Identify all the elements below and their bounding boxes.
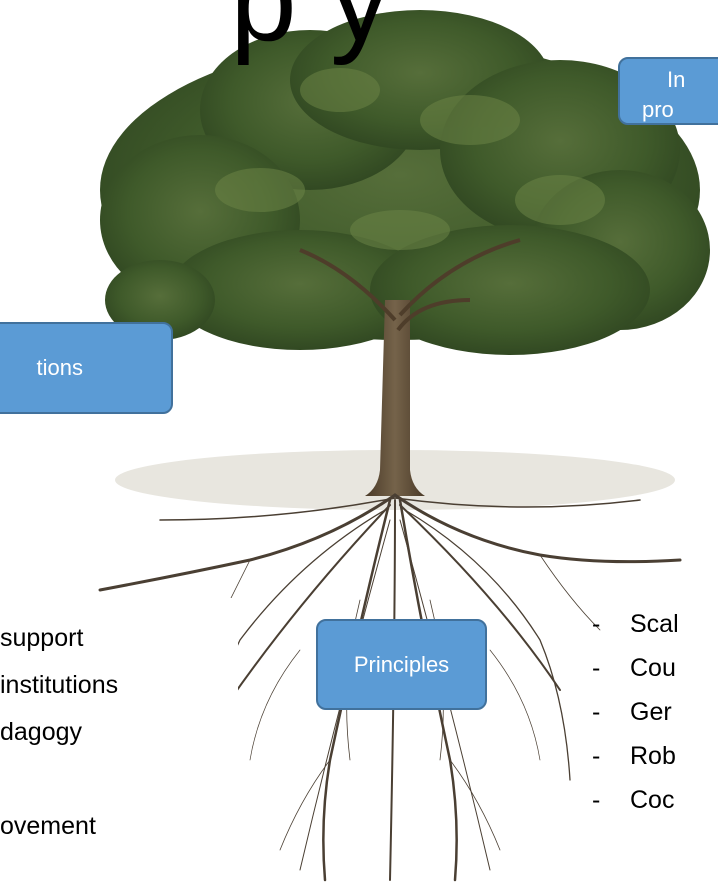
right-list-item-text: Rob	[630, 742, 676, 770]
right-list-item-text: Cou	[630, 654, 676, 682]
slide-title: p y	[230, 0, 390, 68]
right-list-item: -Cou	[592, 654, 676, 682]
right-list-item: -Rob	[592, 742, 676, 770]
right-list-item-text: Scal	[630, 610, 679, 638]
canopy-highlights	[215, 68, 605, 250]
callout-top-right-line1: In	[667, 67, 686, 92]
right-list-item-text: Ger	[630, 698, 672, 726]
left-list-item: support	[0, 624, 84, 652]
left-list-item: ovement	[0, 812, 96, 840]
left-list-item: institutions	[0, 671, 119, 699]
callout-principles: Principles	[316, 619, 487, 710]
callout-top-right-line2: pro	[642, 96, 674, 122]
right-bullet-list: -Scal -Cou -Ger -Rob -Coc	[578, 600, 718, 891]
right-list-item-text: Coc	[630, 786, 675, 814]
left-list-item: dagogy	[0, 718, 83, 746]
right-list-item: -Coc	[592, 786, 675, 814]
callout-left: tions	[0, 322, 173, 414]
callout-left-label: tions	[36, 355, 83, 381]
right-list-item: -Scal	[592, 610, 679, 638]
right-list-item: -Ger	[592, 698, 672, 726]
left-bullet-list: support institutions dagogy ovement	[0, 598, 238, 891]
callout-top-right: In pro	[618, 57, 718, 125]
callout-principles-label: Principles	[353, 651, 450, 677]
branches	[299, 238, 521, 332]
tree-canopy	[100, 10, 710, 355]
tree-trunk	[365, 300, 425, 496]
